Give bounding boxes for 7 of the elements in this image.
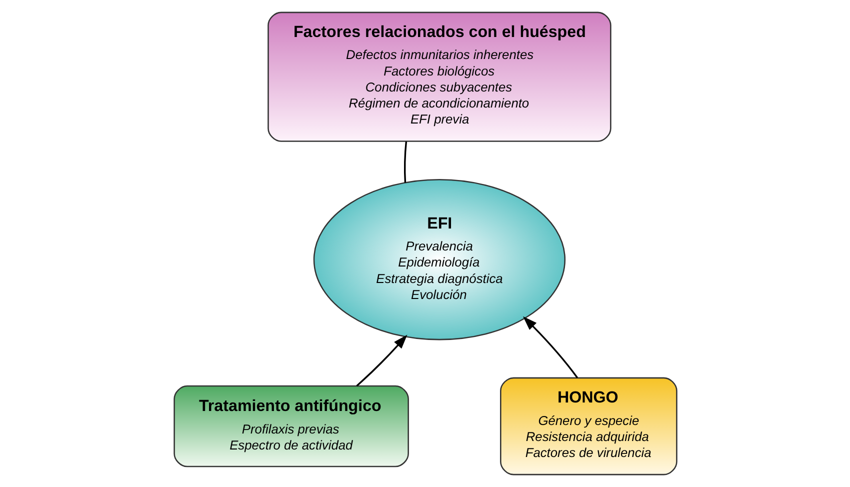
node-box: Tratamiento antifúngico Profilaxis previas Espectro de actividad	[173, 385, 408, 468]
node-box: Factores relacionados con el huésped Defectos inmunitarios inherentes Factores biológicos Condiciones subyacentes Régimen de acondicionamiento EFI previa	[267, 12, 611, 142]
node-ellipse: EFI Prevalencia Epidemiología Estrategia diagnóstica Evolución	[312, 178, 566, 340]
arrow	[522, 316, 578, 378]
connector	[403, 142, 407, 183]
arrow	[356, 334, 407, 386]
node-box: HONGO Género y especie Resistencia adquirida Factores de virulencia	[500, 377, 677, 476]
